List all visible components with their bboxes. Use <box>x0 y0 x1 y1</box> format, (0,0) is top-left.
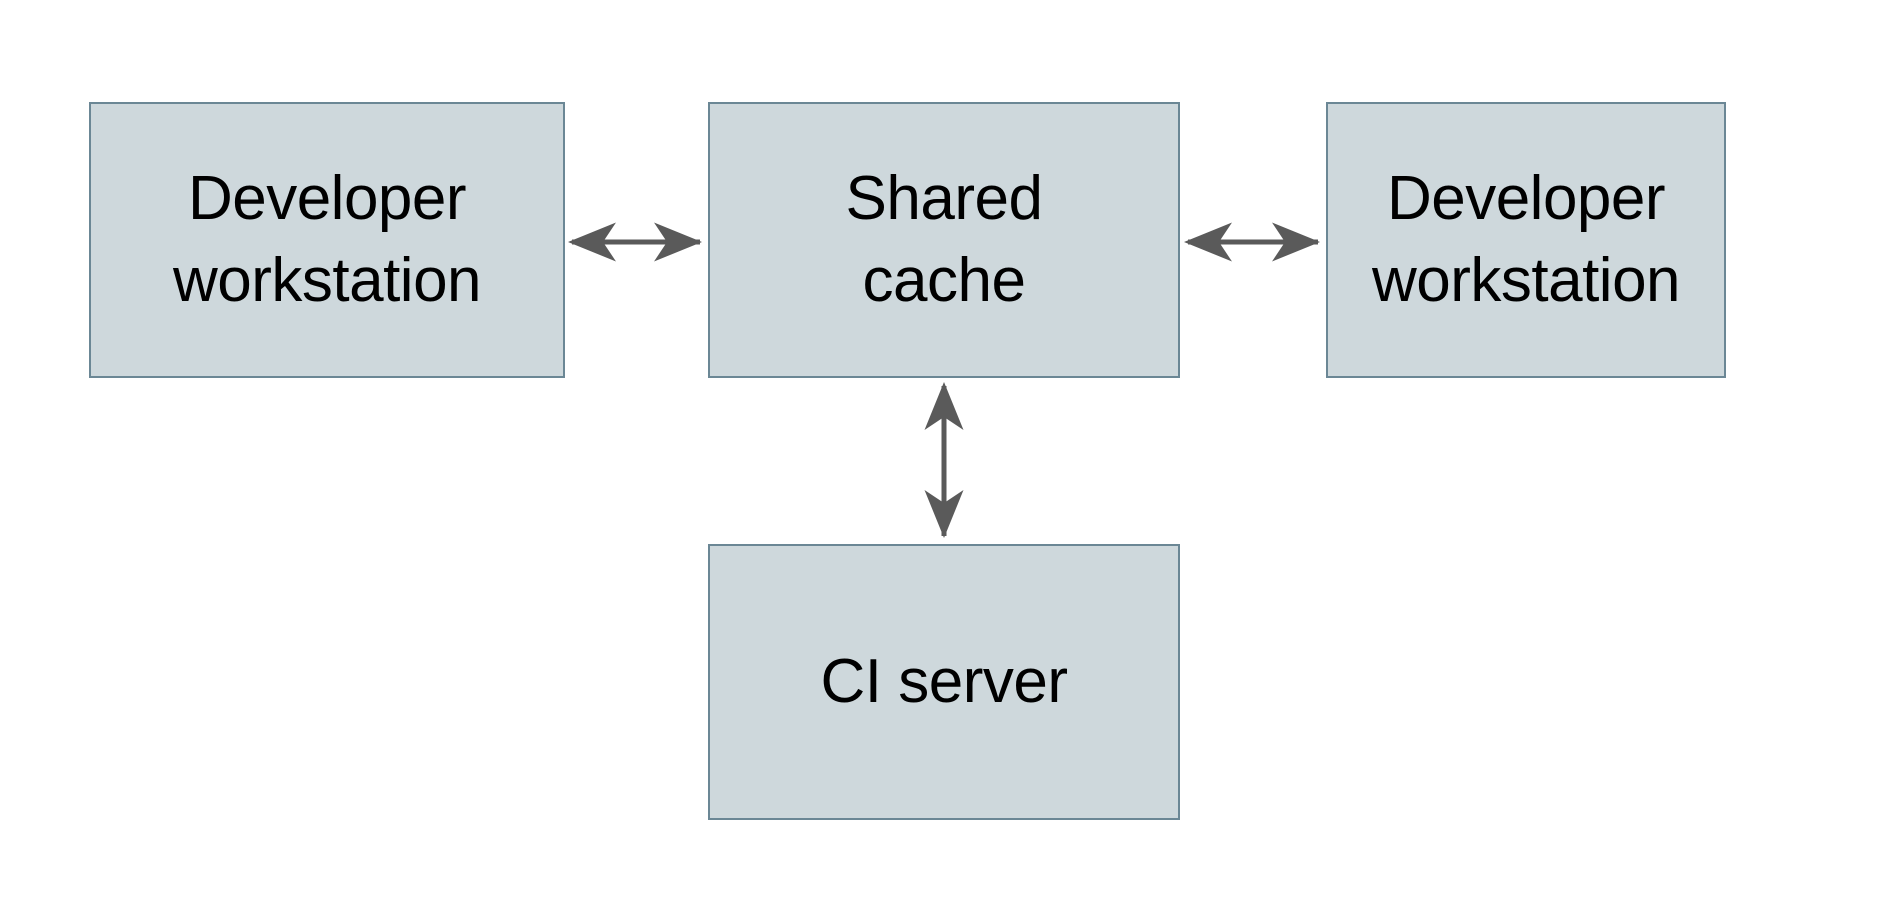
node-ci-server[interactable]: CI server <box>708 544 1180 820</box>
node-shared-cache[interactable]: Shared cache <box>708 102 1180 378</box>
node-label-dev-workstation-left: Developer workstation <box>172 163 482 315</box>
node-dev-workstation-left[interactable]: Developer workstation <box>89 102 565 378</box>
node-dev-workstation-right[interactable]: Developer workstation <box>1326 102 1726 378</box>
node-label-ci-server: CI server <box>820 646 1068 716</box>
node-label-shared-cache: Shared cache <box>845 163 1043 315</box>
node-label-dev-workstation-right: Developer workstation <box>1371 163 1681 315</box>
